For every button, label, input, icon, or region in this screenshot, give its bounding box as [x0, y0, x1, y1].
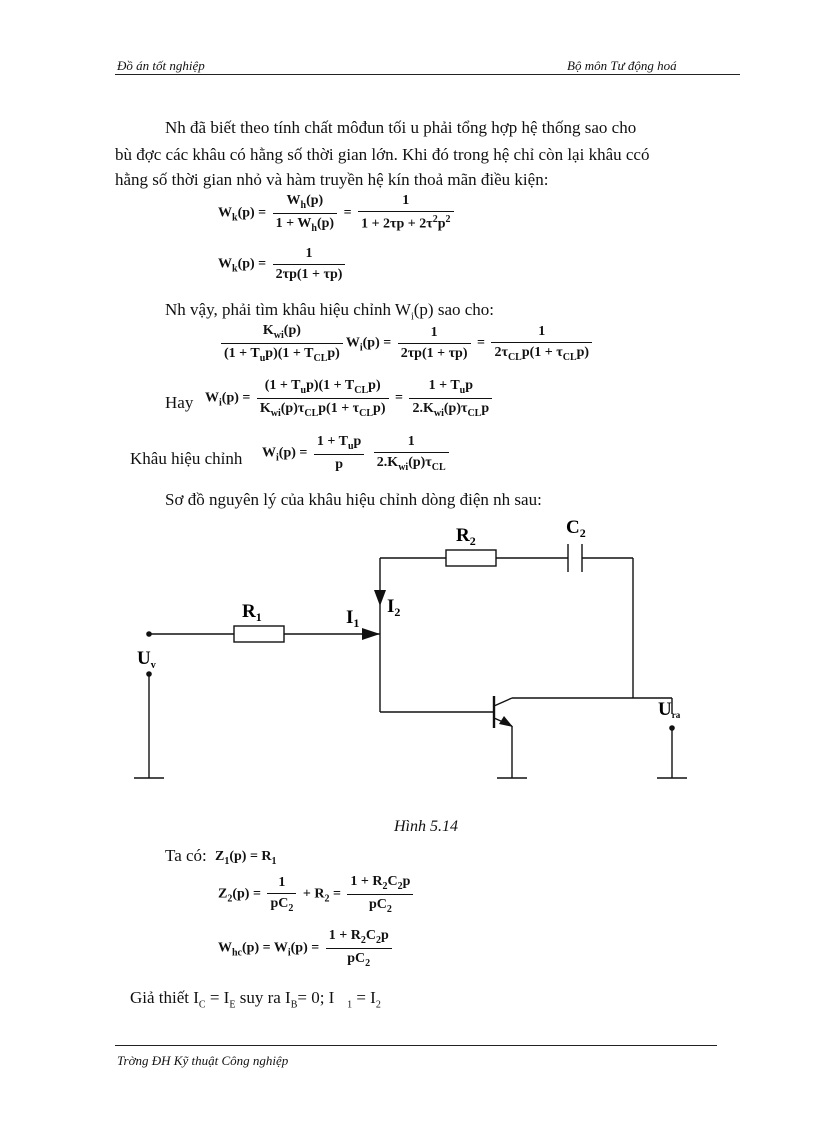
header-right: Bộ môn Tư động hoá	[567, 58, 677, 73]
label-uv: Uv	[137, 648, 156, 671]
terminal-dot	[669, 725, 675, 731]
equation-wk-closed-loop: Wk(p) = Wh(p)1 + Wh(p) = 1 1 + 2τp + 2τ2…	[218, 193, 457, 234]
current-arrow-i1	[362, 628, 380, 640]
label-i1: I1	[346, 607, 359, 630]
paragraph-line: bù đợc các khâu có hằng số thời gian lớn…	[115, 145, 650, 164]
paragraph-line: Sơ đồ nguyên lý của khâu hiệu chỉnh dòng…	[165, 490, 542, 509]
footer-rule	[115, 1045, 717, 1046]
khau-label: Khâu hiệu chỉnh	[130, 449, 243, 468]
resistor-r2	[445, 549, 497, 567]
header-rule	[115, 74, 740, 75]
assumption-line: Giả thiết IC = IE suy ra IB= 0; I 1 = I2	[130, 988, 381, 1011]
label-ura: Ura	[658, 699, 681, 720]
emitter-arrow	[499, 716, 513, 727]
equation-wi-result: Wi(p) = (1 + Tup)(1 + TCLp)Kwi(p)τCLp(1 …	[205, 378, 495, 419]
hay-label: Hay	[165, 393, 194, 412]
ta-co-label: Ta có:	[165, 846, 207, 865]
label-c2: C2	[566, 517, 586, 540]
terminal-dot	[146, 631, 152, 637]
terminal-dot	[146, 671, 152, 677]
current-arrow-i2	[374, 590, 386, 606]
assumption-text: = I	[356, 988, 376, 1007]
transistor-collector	[493, 697, 513, 707]
resistor-r1	[233, 625, 285, 643]
header-left: Đồ án tốt nghiệp	[117, 58, 205, 73]
label-r1: R1	[242, 601, 262, 624]
assumption-text: Giả thiết I	[130, 988, 199, 1007]
paragraph-sub: i	[410, 311, 414, 323]
label-i2: I2	[387, 596, 400, 619]
paragraph-text: Nh vậy, phải tìm khâu hiệu chỉnh W	[165, 300, 411, 319]
label-r2: R2	[456, 525, 476, 548]
equation-z1: Z1(p) = R1	[215, 849, 277, 867]
assumption-text: suy ra I	[239, 988, 291, 1007]
paragraph-text: (p) sao cho:	[413, 300, 495, 319]
figure-caption: Hình 5.14	[394, 818, 458, 835]
footer-left: Trờng ĐH Kỹ thuật Công nghiệp	[117, 1053, 289, 1068]
paragraph-line: hằng số thời gian nhỏ và hàm truyền hệ k…	[115, 170, 549, 189]
paragraph-line: Nh đã biết theo tính chất môđun tối u ph…	[165, 118, 637, 137]
assumption-text: = 0; I	[297, 988, 335, 1007]
paragraph-line: Nh vậy, phải tìm khâu hiệu chỉnh Wi(p) s…	[165, 296, 494, 330]
